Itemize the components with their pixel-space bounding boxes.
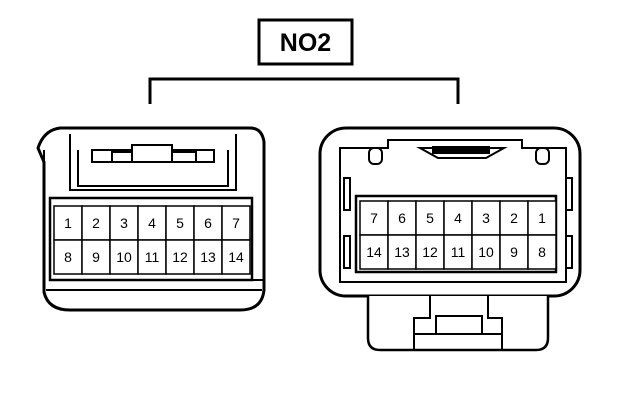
pin-cavity <box>109 239 139 275</box>
pin-number: 7 <box>370 210 378 226</box>
pin-number: 14 <box>228 249 244 265</box>
pin-cavity <box>499 234 529 270</box>
pair-bracket <box>148 77 460 104</box>
pin-number: 11 <box>145 249 160 265</box>
pin-number: 5 <box>426 210 434 226</box>
pin-number: 1 <box>64 215 72 231</box>
pin-number: 6 <box>398 210 406 226</box>
pin-cavity <box>415 234 445 270</box>
pin-number: 12 <box>172 249 188 265</box>
pin-number: 4 <box>148 215 156 231</box>
pin-cavity <box>81 205 111 241</box>
title-label: NO2 <box>257 18 354 66</box>
pin-number: 4 <box>454 210 462 226</box>
pin-number: 8 <box>64 249 72 265</box>
pin-number: 3 <box>482 210 490 226</box>
pin-number: 9 <box>92 249 100 265</box>
pin-number: 2 <box>92 215 100 231</box>
pin-number: 9 <box>510 244 518 260</box>
pin-cavity <box>387 200 417 236</box>
pin-number: 10 <box>116 249 132 265</box>
pin-cavity <box>81 239 111 275</box>
pin-number: 1 <box>538 210 546 226</box>
pin-cavity <box>137 239 167 275</box>
pin-cavity <box>53 205 83 241</box>
pin-number: 6 <box>204 215 212 231</box>
pin-number: 2 <box>510 210 518 226</box>
pin-number: 13 <box>394 244 410 260</box>
pin-number: 5 <box>176 215 184 231</box>
pin-number: 10 <box>478 244 494 260</box>
pin-number: 7 <box>232 215 240 231</box>
pin-cavity <box>443 234 473 270</box>
pin-number: 11 <box>451 244 466 260</box>
pin-cavity <box>471 234 501 270</box>
pin-cavity <box>415 200 445 236</box>
pin-cavity <box>527 234 557 270</box>
pin-cavity <box>221 239 251 275</box>
pin-number: 8 <box>538 244 546 260</box>
pin-cavity <box>165 239 195 275</box>
pin-number: 13 <box>200 249 216 265</box>
pin-number: 3 <box>120 215 128 231</box>
pin-number: 14 <box>366 244 382 260</box>
right-pin-field: 7 6 5 4 3 2 1 14 13 12 11 10 9 8 <box>359 200 557 270</box>
pin-number: 12 <box>422 244 438 260</box>
title-text: NO2 <box>280 29 331 57</box>
